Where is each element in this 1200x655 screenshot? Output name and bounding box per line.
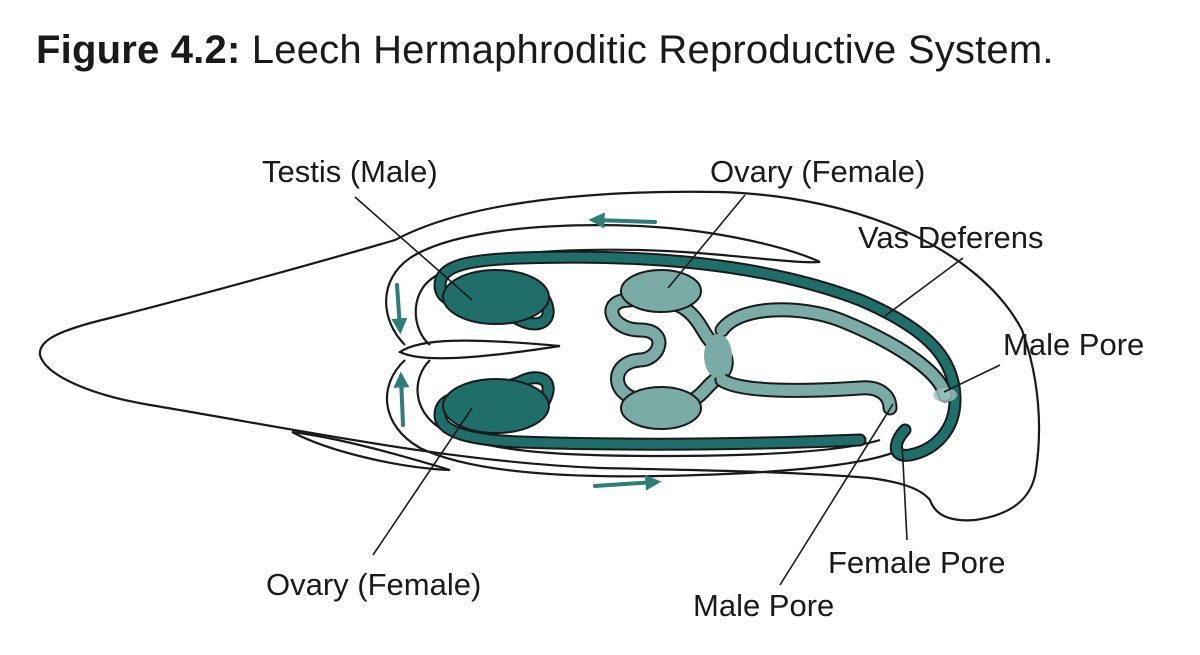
figure-title-text: Leech Hermaphroditic Reproductive System… [251, 28, 1054, 72]
ovary-lower [620, 386, 702, 430]
lower-fin [291, 430, 451, 472]
leader-ovary-bottom [372, 407, 473, 556]
label-testis-male: Testis (Male) [262, 154, 438, 189]
leader-male-pore-bottom [779, 403, 894, 586]
leader-vas-deferens [884, 257, 964, 317]
figure-number: Figure 4.2: [36, 28, 241, 72]
label-male-pore-bottom: Male Pore [693, 588, 834, 623]
ovary-upper [620, 269, 702, 313]
label-female-pore: Female Pore [828, 545, 1005, 580]
duct-junction [704, 334, 732, 378]
testis-upper [442, 269, 550, 325]
flow-arrow-bottom [593, 474, 662, 491]
leader-testis [354, 196, 473, 301]
leech-body-outline [38, 190, 1041, 522]
testis-lower [442, 378, 550, 434]
label-ovary-female-top: Ovary (Female) [710, 154, 925, 189]
leader-ovary-top [667, 194, 746, 289]
flow-arrow-left-up [391, 283, 408, 335]
male-pore-marker [933, 388, 957, 402]
inner-channel-lower [385, 359, 901, 478]
flow-arrow-left-down [393, 371, 410, 427]
midline-notch [397, 339, 561, 360]
label-male-pore-right: Male Pore [1003, 327, 1144, 362]
leader-male-pore-right [943, 364, 1001, 393]
label-ovary-female-bottom: Ovary (Female) [266, 567, 481, 602]
inner-channel-lower-inner [416, 359, 881, 458]
flow-arrow-top [588, 212, 657, 229]
leader-female-pore [901, 441, 908, 541]
label-vas-deferens: Vas Deferens [858, 220, 1044, 255]
figure-title: Figure 4.2: Leech Hermaphroditic Reprodu… [36, 28, 1054, 73]
